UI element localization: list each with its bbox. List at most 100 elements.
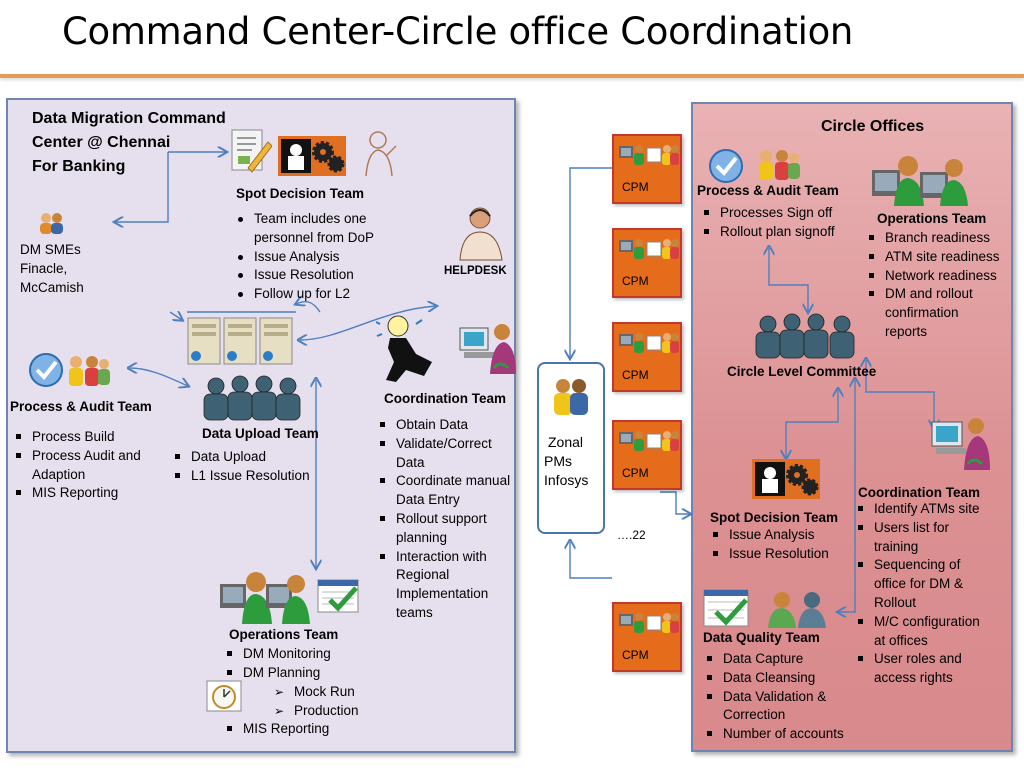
list-item: Rollout	[874, 594, 917, 610]
right-coordination-list: Identify ATMs site Users list for traini…	[855, 500, 980, 688]
list-item: Issue Analysis	[235, 248, 374, 267]
right-operations-title: Operations Team	[877, 211, 987, 226]
list-item: ATM site readiness	[866, 248, 1000, 267]
spreadsheet-check-icon	[317, 579, 359, 613]
list-item: DM Planning	[224, 664, 331, 683]
list-item: Mock Run	[224, 683, 359, 702]
list-item: DM and rollout	[866, 285, 1000, 304]
cpm-label: CPM	[622, 466, 649, 480]
cpm-count: ….22	[617, 528, 646, 542]
process-audit-title: Process & Audit Team	[10, 399, 152, 414]
right-spot-decision-title: Spot Decision Team	[710, 510, 839, 525]
list-item: DM Monitoring	[224, 645, 331, 664]
data-quality-title: Data Quality Team	[703, 630, 820, 645]
cpm-label: CPM	[622, 180, 649, 194]
cpm-team-icon	[619, 145, 679, 165]
gears-decision-icon	[278, 136, 346, 176]
people-icon	[40, 213, 63, 234]
helpdesk-label: HELPDESK	[444, 265, 507, 277]
list-item: M/C configuration	[855, 613, 980, 632]
cpm-box: CPM	[612, 228, 682, 298]
checkmark-team-icon	[709, 149, 800, 183]
person-thinking-icon	[365, 131, 397, 177]
list-item: Issue Resolution	[235, 266, 374, 285]
list-item: Issue Resolution	[710, 545, 829, 564]
team-group-icon	[755, 313, 855, 359]
list-item: Identify ATMs site	[855, 500, 980, 519]
list-item: office for DM &	[874, 576, 964, 592]
cpm-label: CPM	[622, 368, 649, 382]
stopwatch-icon	[206, 680, 242, 712]
operations-sublist: Mock Run Production	[224, 683, 359, 721]
operations-list: DM Monitoring DM Planning	[224, 645, 331, 683]
server-icon	[187, 317, 293, 365]
checkmark-team-icon	[29, 353, 110, 387]
cpm-team-icon	[619, 431, 679, 451]
cpm-box: CPM	[612, 134, 682, 204]
cpm-box: CPM	[612, 602, 682, 672]
cpm-label: CPM	[622, 274, 649, 288]
page-title: Command Center-Circle office Coordinatio…	[62, 10, 854, 53]
list-item: teams	[396, 604, 433, 620]
arrow-dm-smes	[115, 152, 169, 222]
list-item: Implementation	[396, 586, 489, 602]
list-item: Data Entry	[396, 492, 460, 508]
spot-decision-title: Spot Decision Team	[236, 186, 365, 201]
cpm-box: CPM	[612, 322, 682, 392]
list-item: Interaction with	[377, 548, 510, 567]
list-item: access rights	[874, 670, 953, 686]
list-item: MIS Reporting	[224, 720, 329, 739]
idea-person-icon	[376, 315, 432, 382]
list-item: Obtain Data	[377, 416, 510, 435]
zonal-pms-box	[537, 362, 605, 534]
dm-smes-label: DM SMEs Finacle, McCamish	[20, 242, 84, 295]
list-item: Follow up for L2	[235, 285, 374, 304]
title-divider	[0, 74, 1024, 78]
operator-computer-icon	[931, 418, 990, 470]
team-group-icon	[203, 375, 301, 421]
zonal-pms-label: Zonal PMs Infosys	[544, 434, 589, 488]
list-item: Network readiness	[866, 267, 1000, 286]
document-edit-icon	[231, 129, 272, 173]
cpm-team-icon	[619, 239, 679, 259]
operator-computer-icon	[459, 324, 516, 374]
list-item: Rollout plan signoff	[701, 223, 835, 242]
list-item: Team includes one	[235, 210, 374, 229]
list-item: reports	[885, 323, 928, 339]
helpdesk-icon	[459, 207, 503, 261]
coordination-title: Coordination Team	[384, 391, 507, 406]
list-item: Number of accounts	[704, 725, 844, 744]
data-quality-list: Data Capture Data Cleansing Data Validat…	[704, 650, 844, 744]
list-item: Data Upload	[172, 448, 310, 467]
right-process-audit-title: Process & Audit Team	[697, 183, 839, 198]
list-item: User roles and	[855, 650, 980, 669]
list-item: personnel from DoP	[254, 229, 375, 245]
list-item: Data Capture	[704, 650, 844, 669]
list-item: MIS Reporting	[13, 484, 141, 503]
list-item: L1 Issue Resolution	[172, 467, 310, 486]
list-item: Production	[224, 702, 359, 721]
spot-decision-list: Team includes one personnel from DoP Iss…	[235, 210, 374, 304]
process-audit-list: Process Build Process Audit and Adaption…	[13, 428, 141, 503]
operators-icon	[872, 156, 968, 206]
list-item: Coordinate manual	[377, 472, 510, 491]
list-item: at offices	[874, 632, 928, 648]
cpm-team-icon	[619, 333, 679, 353]
command-center-heading: Data Migration Command Center @ Chennai …	[32, 110, 226, 175]
list-item: Sequencing of	[855, 556, 980, 575]
operations-list-end: MIS Reporting	[224, 720, 329, 739]
right-coordination-title: Coordination Team	[858, 485, 981, 500]
coordination-list: Obtain Data Validate/Correct Data Coordi…	[377, 416, 510, 623]
right-operations-list: Branch readiness ATM site readiness Netw…	[866, 229, 1000, 342]
command-center-panel	[6, 98, 516, 753]
data-quality-icon	[703, 589, 826, 628]
list-item: Regional	[396, 567, 450, 583]
people-icon	[554, 379, 588, 415]
list-item: Rollout support	[377, 510, 510, 529]
gears-decision-icon	[752, 459, 820, 499]
list-item: Branch readiness	[866, 229, 1000, 248]
operators-icon	[220, 572, 310, 624]
list-item: Users list for	[855, 519, 980, 538]
data-upload-title: Data Upload Team	[202, 426, 319, 441]
